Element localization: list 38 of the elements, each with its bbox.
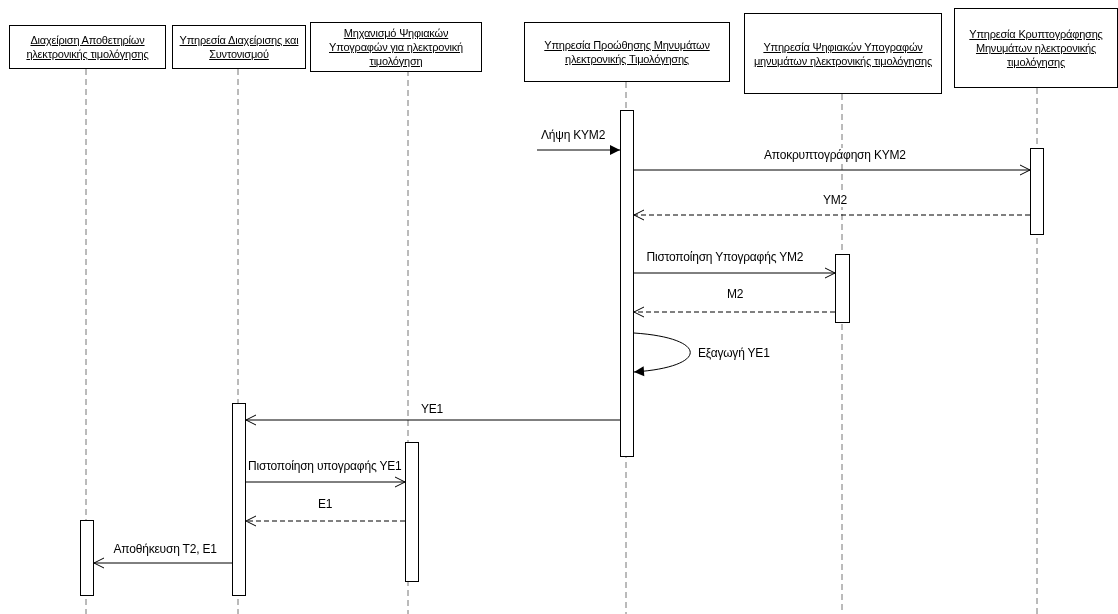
activation-bar bbox=[405, 442, 419, 582]
message-arrow bbox=[245, 515, 406, 527]
message-label: Πιστοποίηση υπογραφής ΥΕ1 bbox=[247, 459, 403, 473]
message-arrow bbox=[245, 414, 621, 426]
message-label: Αποκρυπτογράφηση ΚΥΜ2 bbox=[763, 148, 907, 162]
message-label: ΥΕ1 bbox=[420, 402, 445, 416]
participant-box bbox=[954, 8, 1118, 88]
message-arrow bbox=[633, 332, 691, 376]
message-arrow bbox=[633, 306, 836, 318]
message-label: Εξαγωγή ΥΕ1 bbox=[697, 346, 771, 360]
activation-bar bbox=[80, 520, 94, 596]
participant-box bbox=[744, 13, 942, 94]
participant-name: Υπηρεσία Κρυπτογράφησης Μηνυμάτων ηλεκτρονικής τιμολόγησης bbox=[968, 27, 1104, 69]
message-label: Ε1 bbox=[317, 497, 334, 511]
activation-bar bbox=[835, 254, 850, 323]
activation-bar bbox=[1030, 148, 1044, 235]
message-arrow bbox=[93, 557, 233, 569]
participant-box bbox=[172, 25, 306, 69]
message-arrow bbox=[633, 209, 1031, 221]
message-label: Αποθήκευση Τ2, Ε1 bbox=[112, 542, 218, 556]
participant-box bbox=[310, 22, 482, 72]
message-arrow bbox=[245, 476, 406, 488]
participant-name: Διαχείριση Αποθετηρίων ηλεκτρονικής τιμολόγησης bbox=[25, 33, 150, 61]
participant-box bbox=[524, 22, 730, 82]
message-label: Λήψη ΚΥΜ2 bbox=[540, 128, 607, 142]
message-label: Πιστοποίηση Υπογραφής ΥΜ2 bbox=[645, 250, 805, 264]
participant-name: Υπηρεσία Προώθησης Μηνυμάτων ηλεκτρονικής Τιμολόγησης bbox=[543, 38, 711, 66]
participant-name: Υπηρεσία Ψηφιακών Υπογραφών μηνυμάτων ηλεκτρονικής τιμολόγησης bbox=[752, 39, 934, 68]
participant-name: Υπηρεσία Διαχείρισης και Συντονισμού bbox=[178, 33, 300, 61]
activation-bar bbox=[232, 403, 246, 596]
message-arrow bbox=[536, 145, 621, 155]
participant-box bbox=[9, 25, 166, 69]
message-arrow bbox=[633, 267, 836, 279]
message-label: Μ2 bbox=[726, 287, 745, 301]
participant-name: Μηχανισμό Ψηφιακών Υπογραφών για ηλεκτρονική τιμολόγηση bbox=[328, 26, 464, 68]
message-label: ΥΜ2 bbox=[822, 193, 849, 207]
message-arrow bbox=[633, 164, 1031, 176]
activation-bar bbox=[620, 110, 634, 457]
